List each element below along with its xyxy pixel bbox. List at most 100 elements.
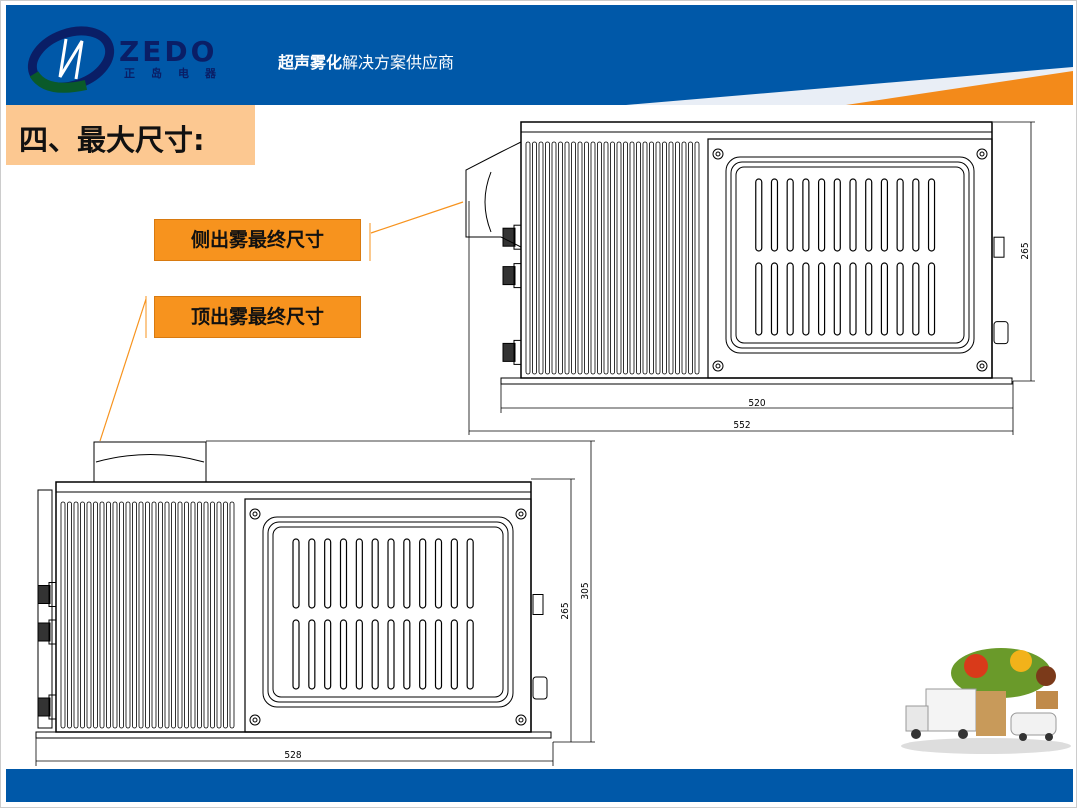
vent-slot [880, 178, 889, 252]
dim-top-528: 528 [284, 750, 301, 761]
connector-nut [513, 339, 522, 365]
dim-side-552: 552 [733, 420, 750, 431]
vent-slot [339, 619, 348, 690]
cooling-fin [229, 501, 235, 729]
vent-slot [896, 262, 904, 336]
cooling-fin [125, 501, 131, 729]
vent-slot [292, 538, 300, 609]
cooling-fin [577, 141, 583, 375]
top-mist-label: 顶出雾最终尺寸 [154, 296, 361, 338]
vent-slot [786, 178, 794, 252]
vent-slot [324, 538, 332, 609]
vent-slot [817, 178, 826, 252]
connector-icon [37, 585, 51, 604]
vent-slot [802, 178, 810, 252]
vent-slot [434, 619, 443, 690]
cooling-fin [688, 141, 693, 375]
connector-icon [37, 697, 51, 717]
cooling-fin [694, 141, 700, 375]
screw-icon [249, 508, 261, 520]
side-mist-outlet [465, 141, 522, 248]
connector-nut [513, 263, 522, 289]
cooling-fin [649, 141, 654, 375]
cooling-fin [571, 141, 576, 375]
cooling-fin [584, 141, 589, 375]
cooling-fin [590, 141, 596, 375]
cooling-fin [164, 501, 170, 729]
cooling-fin [158, 501, 163, 729]
screw-icon [515, 508, 527, 520]
screw-center [518, 717, 524, 723]
vent-slot [371, 538, 379, 609]
footer-bar [6, 769, 1073, 802]
vent-slot [849, 178, 857, 252]
gasket [262, 516, 514, 708]
vent-slot [865, 178, 873, 252]
cooling-fin [668, 141, 674, 375]
gasket [725, 156, 975, 354]
cooling-fin [532, 141, 537, 375]
screw-icon [249, 714, 261, 726]
vent-slot [419, 619, 427, 690]
vent-slot [387, 538, 395, 609]
vent-slot [355, 619, 363, 690]
switch-icon [993, 236, 1005, 258]
slogan: 超声雾化解决方案供应商 [278, 49, 454, 73]
vent-slot [927, 178, 936, 252]
cooling-fin [564, 141, 570, 375]
cooling-fin [145, 501, 150, 729]
screw-center [715, 363, 721, 369]
connector-nut [513, 224, 522, 250]
side-cover [37, 489, 53, 729]
base-plate [500, 377, 1013, 385]
vent-slot [755, 262, 763, 336]
section-title: 四、最大尺寸: [19, 123, 205, 157]
logo-subtext: 正岛电器 [124, 67, 232, 80]
side-mist-device-drawing [465, 121, 1013, 385]
vent-slot [786, 262, 794, 336]
cooling-fin [216, 501, 222, 729]
dim-side-265: 265 [1020, 242, 1031, 259]
cooling-fin [675, 141, 680, 375]
cooling-fin [112, 501, 118, 729]
screw-center [979, 151, 985, 157]
vent-slot [371, 619, 379, 690]
grille-frame [272, 526, 504, 698]
vent-slot [817, 262, 826, 336]
vent-slot [912, 262, 920, 336]
vent-slot [880, 262, 889, 336]
vent-slot [466, 619, 474, 690]
vent-slot [466, 538, 474, 609]
vent-slot [339, 538, 348, 609]
vent-slot [833, 178, 841, 252]
connector-icon [502, 266, 516, 286]
screw-center [979, 363, 985, 369]
slogan-bold: 超声雾化 [278, 53, 343, 72]
screw-center [252, 511, 258, 517]
vent-slot [927, 262, 936, 336]
zedo-logo-icon [27, 26, 115, 93]
cooling-fin [655, 141, 661, 375]
cooling-fin [545, 141, 550, 375]
vent-slot [770, 178, 779, 252]
screw-icon [712, 148, 724, 160]
screw-icon [976, 360, 988, 372]
outlet-contour [484, 171, 492, 233]
slogan-rest: 解决方案供应商 [342, 53, 455, 72]
cooling-fin [223, 501, 228, 729]
cooling-fin [597, 141, 602, 375]
cable-gland-icon [532, 676, 548, 700]
side-mist-label: 侧出雾最终尺寸 [154, 219, 361, 261]
delivery-truck-image [901, 648, 1071, 754]
cooling-fin [629, 141, 635, 375]
panel [707, 138, 993, 379]
vent-slot [355, 538, 363, 609]
vent-slot [802, 262, 810, 336]
top-dimensions [35, 440, 595, 766]
side-label-leader [370, 201, 464, 234]
side-dimensions [468, 121, 1035, 435]
vent-slot [896, 178, 904, 252]
top-label-leader [99, 298, 147, 442]
cooling-fin [538, 141, 544, 375]
vent-slot [450, 619, 458, 690]
